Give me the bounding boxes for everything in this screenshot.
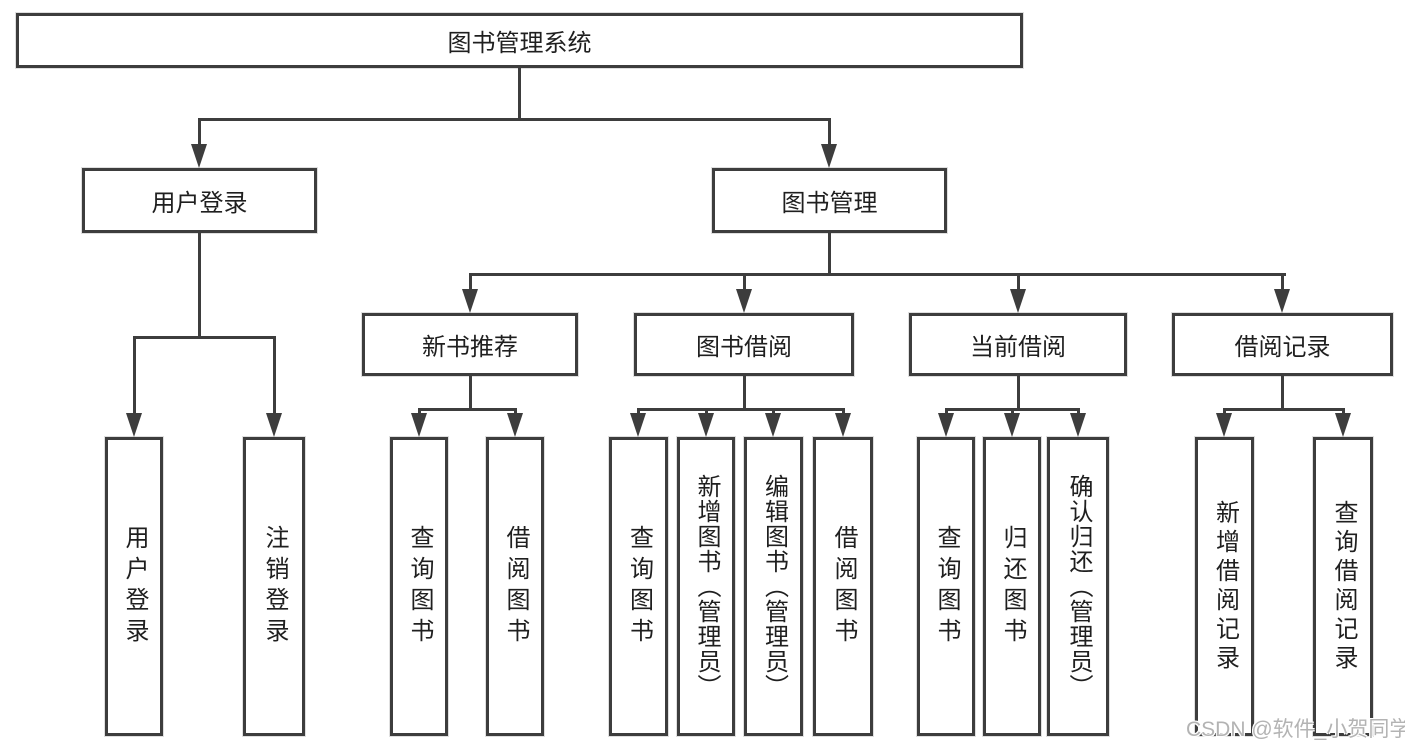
arrow-down-icon [1216,413,1232,437]
arrow-down-icon [461,289,478,313]
node-label: 图书借阅 [696,334,792,361]
connector-line [742,273,746,291]
connector-line [132,336,276,339]
connector-line [1076,408,1080,416]
connector-line [828,233,831,276]
connector-line [828,118,831,145]
connector-line [1281,376,1284,411]
node-book-management: 图书管理 [712,168,947,233]
node-new-book-recommend: 新书推荐 [362,313,578,376]
node-book-borrow: 图书借阅 [634,313,854,376]
leaf-confirm-return-admin: 确认归还（管理员） [1047,437,1109,736]
connector-line [468,376,472,411]
node-label: 图书管理 [781,190,878,217]
connector-line [637,408,845,411]
connector-line [1223,408,1345,411]
connector-line [742,376,746,411]
leaf-return-books: 归还图书 [983,437,1041,736]
arrow-down-icon [410,413,427,437]
leaf-label: 查询借阅记录 [1330,499,1357,674]
connector-line [1010,408,1014,416]
connector-line [637,408,640,416]
connector-line [1016,376,1020,411]
arrow-down-icon [834,413,851,437]
connector-line [1016,273,1020,291]
arrow-down-icon [125,413,142,437]
node-user-login: 用户登录 [82,168,317,233]
arrow-down-icon [821,144,837,168]
node-root: 图书管理系统 [16,13,1023,68]
connector-line [1281,273,1284,291]
leaf-label: 查询图书 [933,524,960,649]
leaf-label: 查询图书 [406,524,433,649]
leaf-add-borrow-record: 新增借阅记录 [1195,437,1254,736]
connector-line [272,336,276,415]
arrow-down-icon [506,413,523,437]
leaf-logout: 注销登录 [243,437,305,736]
leaf-borrow-books: 借阅图书 [486,437,544,736]
leaf-label: 确认归还（管理员） [1065,474,1092,699]
arrow-down-icon [937,413,954,437]
connector-line [841,408,845,416]
node-label: 借阅记录 [1234,334,1331,361]
connector-line [704,408,708,416]
connector-line [198,233,201,339]
leaf-label: 借阅图书 [830,524,857,649]
connector-line [198,118,201,145]
leaf-query-books: 查询图书 [390,437,448,736]
connector-line [1341,408,1345,416]
arrow-down-icon [1334,413,1351,437]
arrow-down-icon [265,413,282,437]
leaf-query-books: 查询图书 [609,437,668,736]
connector-line [198,118,831,121]
leaf-edit-books-admin: 编辑图书（管理员） [744,437,803,736]
connector-line [468,273,1286,276]
leaf-user-login: 用户登录 [105,437,163,736]
leaf-label: 新增图书（管理员） [693,474,720,699]
arrow-down-icon [735,289,752,313]
node-root-label: 图书管理系统 [447,30,592,57]
csdn-watermark: CSDN @软件_小贺同学 [1186,718,1405,741]
connector-line [468,273,472,291]
node-label: 用户登录 [151,190,248,217]
leaf-label: 用户登录 [121,524,148,649]
leaf-query-books: 查询图书 [917,437,975,736]
leaf-label: 查询图书 [625,524,653,649]
leaf-label: 新增借阅记录 [1211,499,1239,674]
connector-line [417,408,517,411]
leaf-label: 归还图书 [999,524,1026,649]
connector-line [513,408,517,416]
arrow-down-icon [765,413,781,437]
node-label: 当前借阅 [970,334,1066,361]
arrow-down-icon [697,413,714,437]
arrow-down-icon [1003,413,1020,437]
leaf-label: 编辑图书（管理员） [760,474,788,699]
arrow-down-icon [630,413,646,437]
arrow-down-icon [1009,289,1026,313]
leaf-label: 注销登录 [261,524,288,649]
leaf-query-borrow-record: 查询借阅记录 [1313,437,1373,736]
connector-line [518,68,521,118]
connector-line [944,408,948,416]
leaf-add-books-admin: 新增图书（管理员） [677,437,735,736]
arrow-down-icon [1274,289,1290,313]
connector-line [132,336,136,415]
connector-line [417,408,421,416]
node-current-borrow: 当前借阅 [909,313,1127,376]
connector-line [1223,408,1226,416]
connector-line [772,408,775,416]
arrow-down-icon [191,144,207,168]
leaf-borrow-books: 借阅图书 [813,437,873,736]
leaf-label: 借阅图书 [502,524,529,649]
arrow-down-icon [1069,413,1086,437]
node-borrow-records: 借阅记录 [1172,313,1393,376]
node-label: 新书推荐 [422,334,518,361]
